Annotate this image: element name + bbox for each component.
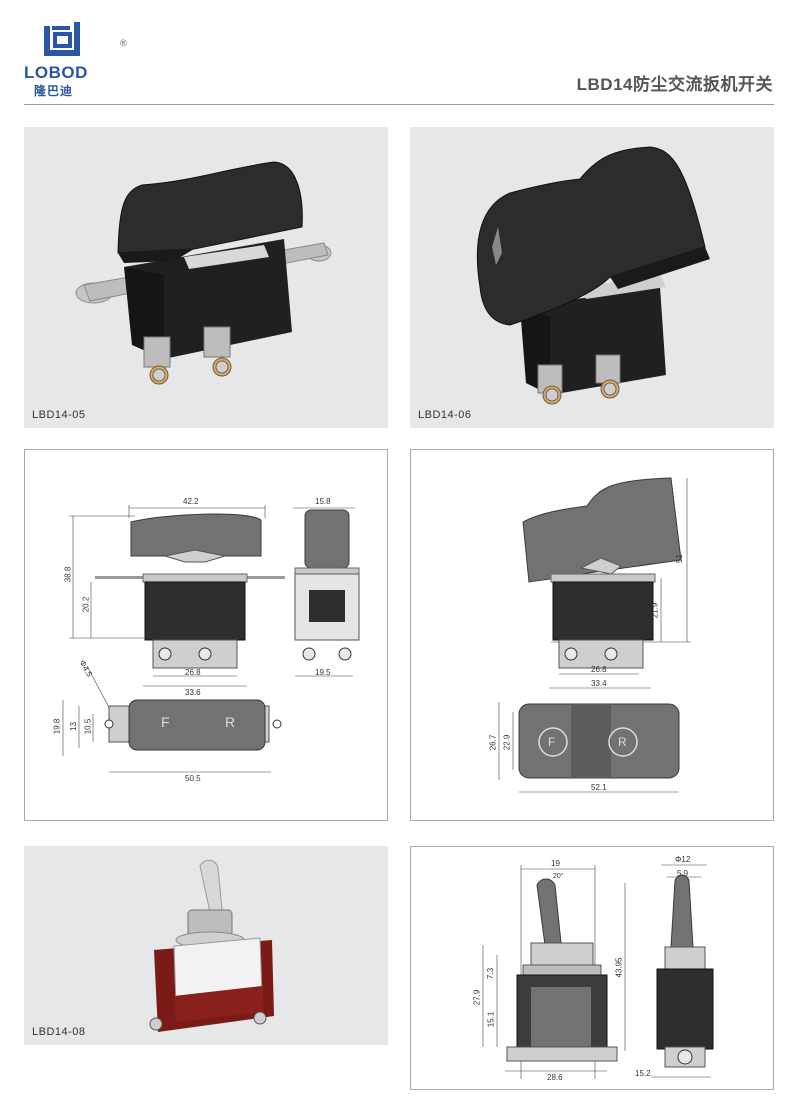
logo-mark-icon xyxy=(44,22,80,56)
dim-label: 20.2 xyxy=(81,596,91,613)
dimension-drawing-05 xyxy=(62,505,360,773)
dimension-drawing-08 xyxy=(482,864,714,1079)
dim-label: 33.4 xyxy=(591,679,607,688)
page-header: LOBOD 隆巴迪 ® LBD14防尘交流扳机开关 xyxy=(0,0,797,106)
dim-label: 5.9 xyxy=(677,869,689,878)
toggle-switch-08-image xyxy=(149,859,274,1032)
dim-label: 33.6 xyxy=(185,688,201,697)
dim-label: 52.1 xyxy=(591,783,607,792)
mark-r: R xyxy=(618,735,627,749)
dim-label: 26.7 xyxy=(488,734,498,751)
dim-label: 19.8 xyxy=(52,718,62,735)
dim-label: 21.9 xyxy=(650,602,660,619)
brand-name: LOBOD xyxy=(24,63,88,82)
dim-label: 22.9 xyxy=(502,734,512,751)
photo-panel-lbd14-06: LBD14-06 xyxy=(410,127,774,428)
dim-label: 19 xyxy=(551,859,560,868)
rocker-switch-06-image xyxy=(476,146,710,405)
model-label: LBD14-08 xyxy=(32,1026,86,1038)
rocker-switch-05-image xyxy=(75,161,332,385)
dim-label: 15.2 xyxy=(635,1069,651,1078)
mark-r: R xyxy=(225,714,236,730)
mark-f: F xyxy=(548,735,556,749)
photo-panel-lbd14-08: LBD14-08 xyxy=(24,846,388,1045)
model-label: LBD14-06 xyxy=(418,409,472,421)
dim-label: 28.6 xyxy=(547,1073,563,1082)
dim-label: 20° xyxy=(553,873,564,880)
dimension-drawing-06 xyxy=(498,477,691,793)
drawing-panel-lbd14-08: 19 20° Φ12 5.9 43.95 27.9 7.3 15.1 28.6 … xyxy=(410,846,774,1090)
dim-label: 15.8 xyxy=(315,497,331,506)
dim-label: 19.5 xyxy=(315,668,331,677)
drawing-panel-lbd14-05: 42.2 15.8 38.8 20.2 26.8 33.6 19.5 Φ4.5 … xyxy=(24,449,388,821)
dim-label: 38.8 xyxy=(63,566,73,583)
dim-label: 10.5 xyxy=(83,718,93,735)
dim-label: 43.95 xyxy=(614,957,624,978)
dim-label: 7.3 xyxy=(486,967,496,980)
dim-label: 13 xyxy=(68,722,78,731)
dim-label: 27.9 xyxy=(472,989,482,1006)
photo-panel-lbd14-05: LBD14-05 xyxy=(24,127,388,428)
brand-logo: LOBOD 隆巴迪 ® xyxy=(24,20,127,100)
dim-label: 26.8 xyxy=(591,665,607,674)
page-title: LBD14防尘交流扳机开关 xyxy=(576,75,773,94)
dim-label: 42.2 xyxy=(183,497,199,506)
dim-label: 26.8 xyxy=(185,668,201,677)
model-label: LBD14-05 xyxy=(32,409,86,421)
dim-label: 15.1 xyxy=(486,1011,496,1028)
drawing-panel-lbd14-06: 51 21.9 26.8 33.4 26.7 22.9 52.1 F R xyxy=(410,449,774,821)
brand-name-cn: 隆巴迪 xyxy=(34,84,74,98)
registered-mark: ® xyxy=(120,38,127,48)
header-divider xyxy=(24,104,774,105)
dim-label: 50.5 xyxy=(185,774,201,783)
mark-f: F xyxy=(161,714,170,730)
dim-label: Φ12 xyxy=(675,855,691,864)
dim-label: 51 xyxy=(674,554,684,563)
